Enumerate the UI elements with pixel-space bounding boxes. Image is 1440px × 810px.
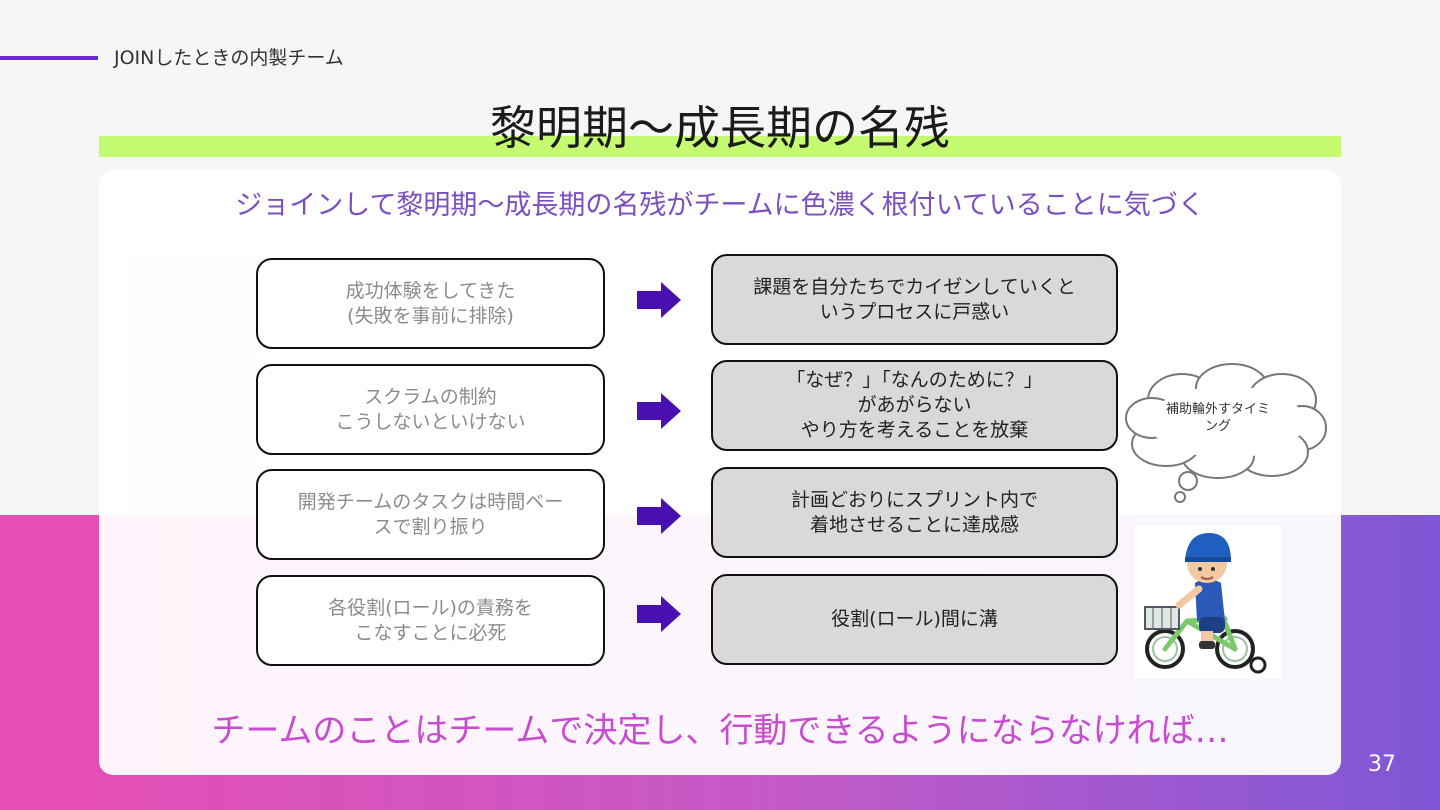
right-arrow-icon — [637, 393, 681, 429]
thought-cloud-icon — [1125, 363, 1327, 503]
slide-title: 黎明期〜成長期の名残 — [490, 101, 950, 155]
thought-bubble-text: 補助輪外すタイミング — [1165, 402, 1270, 434]
title-highlight-bar — [99, 136, 1341, 157]
section-label: JOINしたときの内製チーム — [114, 47, 344, 69]
effect-box-2: 「なぜ？」「なんのために？」 があがらない やり方を考えることを放棄 — [711, 360, 1118, 451]
effect-box-1: 課題を自分たちでカイゼンしていくと いうプロセスに戸惑い — [711, 254, 1118, 345]
child-on-bicycle-illustration — [1135, 525, 1281, 679]
effect-box-3: 計画どおりにスプリント内で 着地させることに達成感 — [711, 467, 1118, 558]
subtitle: ジョインして黎明期〜成長期の名残がチームに色濃く根付いていることに気づく — [235, 190, 1205, 221]
section-accent-line — [0, 56, 98, 60]
cause-box-1: 成功体験をしてきた (失敗を事前に排除) — [256, 258, 605, 349]
right-arrow-icon — [637, 498, 681, 534]
right-arrow-icon — [637, 596, 681, 632]
right-arrow-icon — [637, 282, 681, 318]
cause-box-4: 各役割(ロール)の責務を こなすことに必死 — [256, 575, 605, 666]
conclusion-text: チームのことはチームで決定し、行動できるようにならなければ… — [211, 711, 1229, 751]
cause-box-3: 開発チームのタスクは時間ベー スで割り振り — [256, 469, 605, 560]
page-number: 37 — [1368, 752, 1396, 777]
cause-box-2: スクラムの制約 こうしないといけない — [256, 364, 605, 455]
effect-box-4: 役割(ロール)間に溝 — [711, 574, 1118, 665]
